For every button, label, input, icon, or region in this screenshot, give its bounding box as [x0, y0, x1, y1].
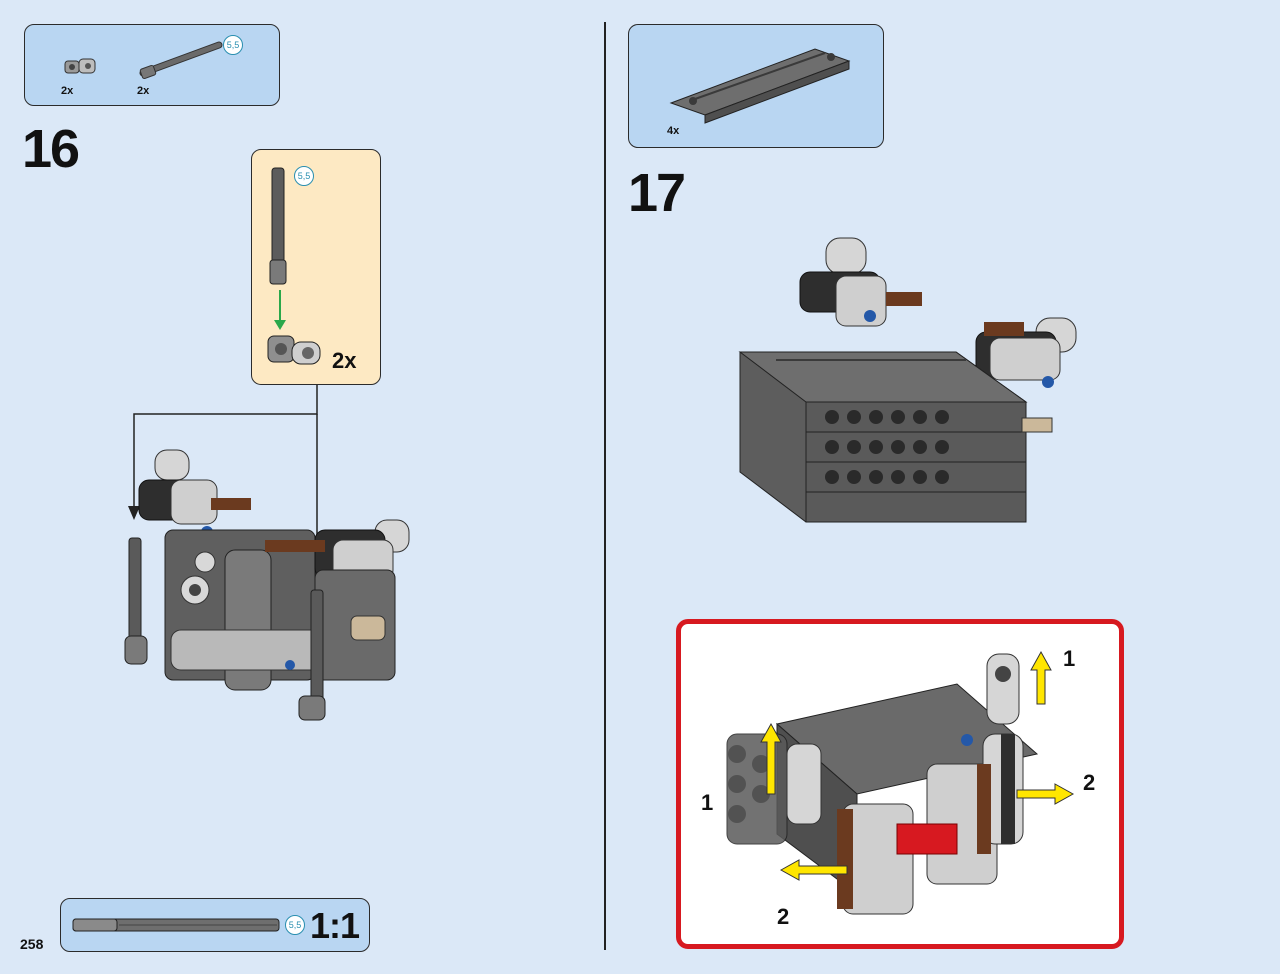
detail-label-2-right: 2: [1083, 770, 1096, 795]
page-number: 258: [20, 936, 44, 952]
axle-icon: [139, 41, 223, 80]
scale-box: 5,5 1:1: [60, 898, 370, 952]
step17-detail-box: 1 1 2 2: [676, 619, 1124, 949]
step16-number: 16: [22, 119, 80, 179]
step17-part1-qty: 4x: [667, 125, 680, 137]
detail-label-1-left: 1: [701, 790, 714, 815]
axle-length-badge: 5,5: [294, 166, 314, 186]
axle-icon: [72, 918, 280, 932]
step17-model: [738, 237, 1077, 523]
callout-multiplier: 2x: [332, 348, 357, 373]
detail-label-1-right: 1: [1063, 646, 1076, 671]
scale-ratio: 1:1: [309, 905, 360, 946]
step17-number: 17: [628, 163, 686, 223]
axle-icon: [269, 167, 287, 285]
step17-detail-model: [726, 650, 1075, 915]
step16-model: [124, 449, 410, 721]
page-divider: [604, 22, 606, 950]
step16-callout: 5,5 2x: [251, 149, 381, 385]
green-arrow-icon: [274, 290, 286, 330]
step16-parts-box: 2x 5,5 2x: [24, 24, 280, 106]
axle-length-badge: 5,5: [223, 35, 243, 55]
axle-connector-icon: [64, 58, 96, 74]
step16-part2-qty: 2x: [137, 85, 150, 97]
step17-parts-box: 4x: [628, 24, 884, 148]
axle-connector-icon: [267, 335, 321, 365]
step16-part1-qty: 2x: [61, 85, 74, 97]
scale-length-badge: 5,5: [285, 915, 305, 935]
beam-panel-icon: [669, 48, 851, 124]
detail-label-2-bottom: 2: [777, 904, 790, 929]
